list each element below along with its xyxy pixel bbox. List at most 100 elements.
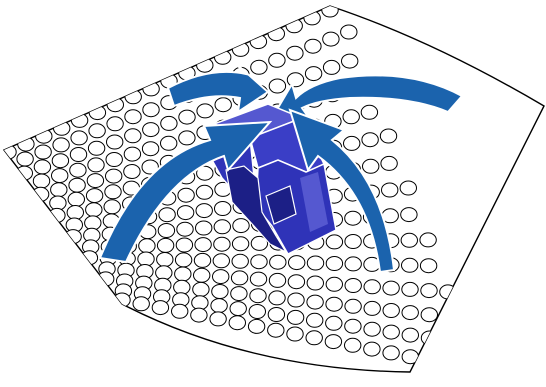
bubble xyxy=(420,233,436,247)
bubble xyxy=(86,203,102,217)
bubble xyxy=(71,113,87,127)
bubble xyxy=(196,204,212,218)
bubble xyxy=(161,136,177,150)
bubble xyxy=(213,254,229,268)
bubble xyxy=(304,11,320,25)
bubble xyxy=(287,327,303,341)
bubble xyxy=(213,270,229,284)
bubble xyxy=(87,174,103,188)
bubble xyxy=(305,67,321,81)
bubble xyxy=(364,280,380,294)
bubble xyxy=(159,208,175,222)
bubble xyxy=(143,103,159,117)
bubble xyxy=(50,196,66,210)
bubble xyxy=(124,147,140,161)
bubble xyxy=(361,105,377,119)
bubble xyxy=(70,148,86,162)
bubble xyxy=(420,259,436,273)
bubble xyxy=(345,211,361,225)
bubble xyxy=(210,312,226,326)
bubble xyxy=(179,131,195,145)
bubble xyxy=(287,310,303,324)
bubble xyxy=(269,53,285,67)
bubble xyxy=(70,163,86,177)
bubble xyxy=(362,133,378,147)
bubble xyxy=(269,79,285,93)
bubble xyxy=(421,331,437,345)
bubble xyxy=(211,299,227,313)
bubble xyxy=(104,200,120,214)
bubble xyxy=(124,165,140,179)
bubble xyxy=(212,285,228,299)
bubble xyxy=(89,124,105,138)
bubble xyxy=(307,256,323,270)
bubble xyxy=(345,235,361,249)
bubble xyxy=(49,208,65,222)
bubble xyxy=(421,308,437,322)
bubble xyxy=(232,42,248,56)
bubble xyxy=(250,289,266,303)
bubble xyxy=(250,272,266,286)
bubble xyxy=(287,46,303,60)
bubble xyxy=(125,110,141,124)
bubble xyxy=(345,257,361,271)
bubble xyxy=(196,221,212,235)
bubble xyxy=(175,253,191,267)
bubble xyxy=(86,189,102,203)
bubble xyxy=(231,271,247,285)
bubble xyxy=(215,202,231,216)
bubble xyxy=(158,224,174,238)
bubble xyxy=(88,141,104,155)
bubble xyxy=(229,316,245,330)
bubble xyxy=(400,181,416,195)
bubble xyxy=(65,230,81,244)
bubble xyxy=(364,301,380,315)
bubble xyxy=(305,39,321,53)
bubble xyxy=(344,136,360,150)
bubble xyxy=(174,280,190,294)
bubble xyxy=(88,158,104,172)
bubble xyxy=(268,323,284,337)
bubble xyxy=(270,255,286,269)
bubble xyxy=(125,129,141,143)
bubble xyxy=(401,208,417,222)
bubble xyxy=(107,135,123,149)
bubble xyxy=(194,253,210,267)
bubble xyxy=(269,291,285,305)
bubble xyxy=(143,123,159,137)
bubble xyxy=(383,346,399,360)
bubble xyxy=(402,350,418,364)
bubble xyxy=(323,60,339,74)
bubble xyxy=(401,233,417,247)
bubble xyxy=(138,252,154,266)
bubble xyxy=(268,308,284,322)
bubble xyxy=(85,216,101,230)
bubble xyxy=(345,319,361,333)
bubble xyxy=(194,268,210,282)
bubble xyxy=(33,174,49,188)
bubble xyxy=(287,73,303,87)
bubble xyxy=(114,293,130,307)
bubble xyxy=(36,129,52,143)
bubble xyxy=(440,334,456,348)
bubble xyxy=(152,301,168,315)
bubble xyxy=(125,90,141,104)
bubble xyxy=(172,304,188,318)
bubble xyxy=(268,27,284,41)
bubble xyxy=(269,273,285,287)
bubble xyxy=(89,106,105,120)
bubble xyxy=(215,50,231,64)
bubble xyxy=(214,237,230,251)
bubble xyxy=(178,188,194,202)
bubble xyxy=(364,322,380,336)
bubble xyxy=(133,297,149,311)
bubble xyxy=(251,255,267,269)
bubble xyxy=(214,220,230,234)
bubble xyxy=(323,32,339,46)
bubble xyxy=(345,299,361,313)
bubble xyxy=(250,35,266,49)
bubble xyxy=(231,287,247,301)
bubble xyxy=(233,219,249,233)
bubble xyxy=(249,305,265,319)
